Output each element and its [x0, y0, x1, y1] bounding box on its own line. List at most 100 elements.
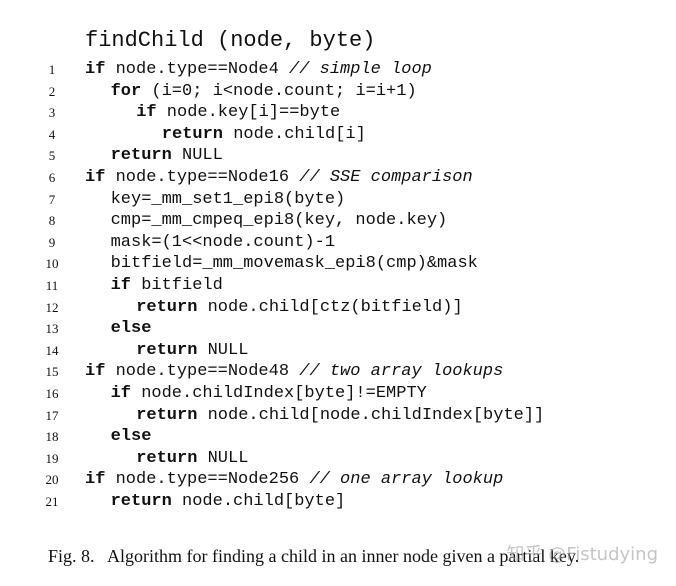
code-token: node.type==Node48: [105, 362, 300, 382]
code-comment: // one array lookup: [309, 470, 504, 490]
code-text: if node.type==Node16 // SSE comparison: [85, 167, 473, 189]
code-text: return node.child[byte]: [111, 491, 346, 513]
code-comment: // two array lookups: [299, 362, 504, 382]
code-token: NULL: [171, 146, 223, 166]
line-number: 18: [45, 429, 59, 445]
line-number: 5: [48, 148, 56, 164]
code-text: mask=(1<<node.count)-1: [111, 232, 335, 254]
code-token: NULL: [197, 448, 249, 468]
line-number: 15: [45, 364, 59, 380]
code-text: if bitfield: [111, 275, 223, 297]
code-line: 3 if node.key[i]==byte: [0, 102, 676, 124]
code-keyword: if: [85, 60, 106, 79]
code-keyword: if: [85, 168, 106, 187]
line-number: 1: [48, 62, 56, 77]
code-line: 5 return NULL: [0, 145, 676, 167]
code-token: node.childIndex[byte]!=EMPTY: [131, 384, 427, 403]
code-token: mask=(1<<node.count)-1: [110, 232, 336, 252]
line-number: 3: [48, 105, 56, 121]
line-number: 6: [48, 170, 56, 185]
code-token: node.child[i]: [223, 124, 366, 144]
code-keyword: return: [110, 492, 172, 511]
code-token: bitfield: [131, 276, 223, 295]
code-line: 2 for (i=0; i<node.count; i=i+1): [0, 81, 676, 103]
code-line: 4 return node.child[i]: [0, 124, 676, 146]
code-text: return NULL: [136, 448, 248, 470]
watermark-text: 知乎 @Fistudying: [506, 544, 658, 565]
code-keyword: return: [161, 124, 224, 144]
code-text: for (i=0; i<node.count; i=i+1): [111, 81, 417, 103]
code-keyword: else: [110, 319, 152, 339]
code-text: return NULL: [111, 145, 223, 167]
code-text: if node.key[i]==byte: [136, 102, 340, 124]
line-number: 7: [48, 191, 56, 207]
code-token: node.type==Node256: [105, 470, 310, 490]
code-line: 12 return node.child[ctz(bitfield)]: [0, 297, 676, 319]
code-text: if node.type==Node4 // simple loop: [85, 59, 432, 81]
code-text: key=_mm_set1_epi8(byte): [111, 189, 346, 211]
code-token: (i=0; i<node.count; i=i+1): [141, 81, 417, 101]
line-number: 4: [48, 126, 56, 142]
code-text: return node.child[i]: [162, 124, 366, 146]
code-keyword: if: [110, 384, 131, 403]
code-token: NULL: [197, 340, 249, 360]
code-comment: // SSE comparison: [299, 168, 473, 187]
line-number: 8: [48, 213, 56, 229]
code-line: 8 cmp=_mm_cmpeq_epi8(key, node.key): [0, 210, 676, 232]
code-keyword: if: [136, 103, 157, 123]
code-text: if node.childIndex[byte]!=EMPTY: [111, 383, 427, 405]
code-line: 20 if node.type==Node256 // one array loo…: [0, 469, 676, 491]
code-line: 9 mask=(1<<node.count)-1: [0, 232, 676, 254]
code-text: bitfield=_mm_movemask_epi8(cmp)&mask: [111, 253, 478, 275]
code-text: if node.type==Node256 // one array looku…: [85, 469, 503, 491]
code-text: return node.child[node.childIndex[byte]]: [136, 405, 544, 427]
line-number: 9: [48, 234, 56, 250]
code-token: bitfield=_mm_movemask_epi8(cmp)&mask: [110, 254, 478, 274]
code-keyword: else: [110, 427, 152, 447]
code-line: 1 if node.type==Node4 // simple loop: [0, 59, 676, 81]
code-line: 19 return NULL: [0, 448, 676, 470]
code-keyword: return: [136, 297, 198, 317]
line-number: 14: [45, 342, 59, 358]
line-number: 13: [45, 321, 59, 337]
code-text: if node.type==Node48 // two array lookup…: [85, 361, 503, 383]
code-line: 14 return NULL: [0, 340, 676, 362]
line-number: 2: [48, 83, 56, 99]
code-keyword: if: [85, 470, 106, 490]
code-keyword: if: [110, 276, 131, 295]
code-text: return NULL: [136, 340, 248, 362]
code-token: node.type==Node4: [105, 60, 290, 79]
code-line: 6 if node.type==Node16 // SSE comparison: [0, 167, 676, 189]
figure-label: Fig. 8.: [48, 546, 95, 566]
code-comment: // simple loop: [289, 60, 432, 79]
code-token: key=_mm_set1_epi8(byte): [110, 189, 346, 209]
code-text: else: [111, 318, 152, 340]
line-number: 19: [45, 450, 59, 466]
function-signature: findChild (node, byte): [85, 28, 376, 53]
code-line: 7 key=_mm_set1_epi8(byte): [0, 189, 676, 211]
code-line: 18 else: [0, 426, 676, 448]
code-text: else: [111, 426, 152, 448]
code-line: 15 if node.type==Node48 // two array look…: [0, 361, 676, 383]
code-text: cmp=_mm_cmpeq_epi8(key, node.key): [111, 210, 448, 232]
code-line: 13 else: [0, 318, 676, 340]
code-token: node.type==Node16: [105, 168, 300, 187]
code-token: node.child[ctz(bitfield)]: [197, 297, 463, 317]
code-keyword: return: [136, 405, 198, 425]
line-number: 12: [45, 299, 59, 315]
figure-caption-text: Algorithm for finding a child in an inne…: [107, 546, 580, 566]
code-token: node.key[i]==byte: [156, 103, 341, 123]
line-number: 20: [45, 472, 59, 488]
line-number: 11: [45, 278, 59, 293]
line-number: 16: [45, 386, 59, 401]
code-line: 16 if node.childIndex[byte]!=EMPTY: [0, 383, 676, 405]
code-keyword: if: [85, 362, 106, 382]
code-keyword: return: [136, 448, 198, 468]
algorithm-code-block: findChild (node, byte) 1 if node.type==No…: [0, 28, 676, 513]
code-line: 10 bitfield=_mm_movemask_epi8(cmp)&mask: [0, 253, 676, 275]
code-line: 11 if bitfield: [0, 275, 676, 297]
line-number: 10: [45, 256, 59, 272]
code-token: cmp=_mm_cmpeq_epi8(key, node.key): [110, 211, 448, 231]
